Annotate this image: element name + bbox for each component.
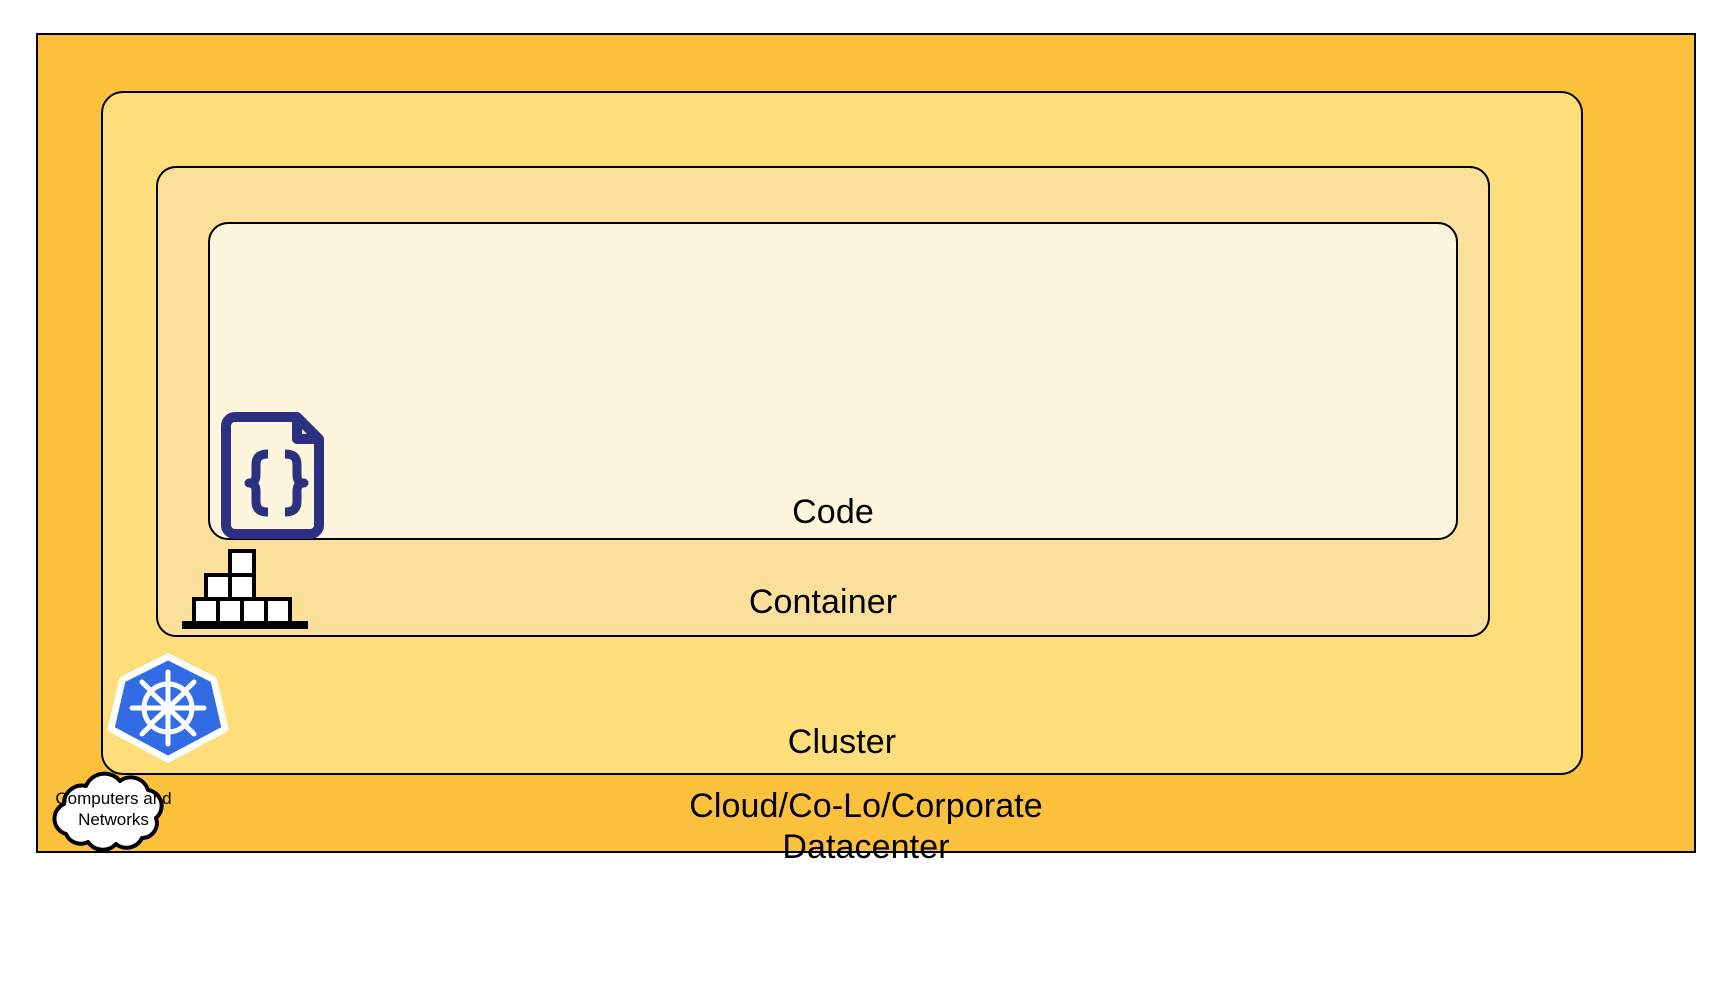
kubernetes-helm-icon <box>107 652 229 764</box>
layer-label-code: Code <box>792 493 874 531</box>
container-stack-icon <box>182 549 308 629</box>
cloud-icon <box>36 771 191 862</box>
layer-label-cluster: Cluster <box>787 723 897 761</box>
layer-label-datacenter: Cloud/Co-Lo/Corporate Datacenter <box>689 787 1043 866</box>
layer-code <box>208 222 1458 540</box>
code-braces-document-icon <box>221 412 333 539</box>
layer-label-container: Container <box>748 583 898 621</box>
